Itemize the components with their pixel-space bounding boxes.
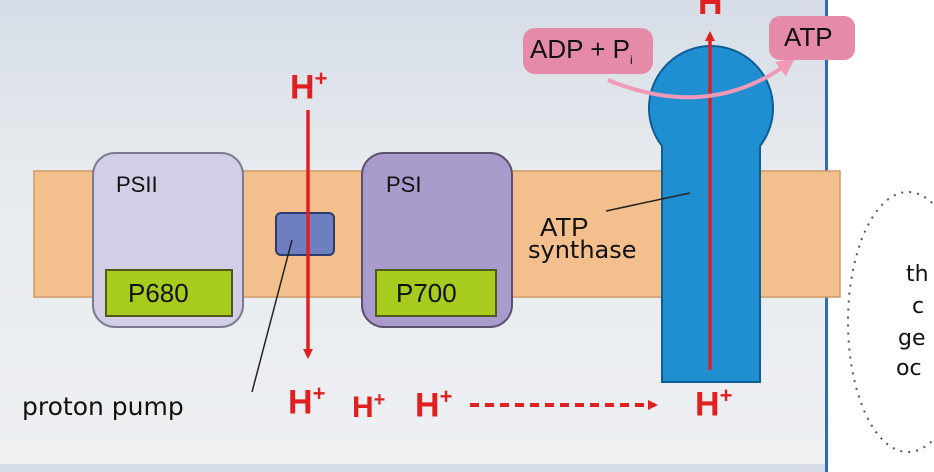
pi-subscript: i <box>629 53 633 68</box>
proton-symbol: H <box>288 383 313 422</box>
proton-label-exit: H <box>698 0 723 22</box>
proton-label-synthase: H+ <box>695 383 732 424</box>
proton-label-pump: H+ <box>288 381 325 422</box>
proton-label-top: H+ <box>290 66 327 107</box>
proton-symbol: H <box>352 391 374 424</box>
atp-synthase-label-line2: synthase <box>528 236 637 264</box>
adp-pi-label: ADP + Pi <box>530 34 633 67</box>
side-note-line-1: th <box>906 262 929 287</box>
side-note-line-2: c <box>912 294 925 319</box>
proton-label-psi-2: H+ <box>415 384 452 425</box>
synthase-pointer <box>605 192 691 212</box>
atp-synthase-label-line1: ATP <box>540 212 589 242</box>
side-note-line-3: ge <box>898 326 926 351</box>
proton-pump-pointer <box>251 239 293 393</box>
side-note-line-4: oc <box>896 356 922 381</box>
adp-to-atp-arc <box>607 58 795 100</box>
adp-pi-main: ADP + P <box>530 34 630 64</box>
note-bubble <box>847 191 934 453</box>
proton-charge: + <box>373 389 386 411</box>
adp-box <box>523 28 653 74</box>
proton-symbol: H <box>695 385 720 424</box>
proton-symbol: H <box>415 386 440 425</box>
p680-center <box>105 269 233 317</box>
proton-pump <box>275 212 335 256</box>
proton-symbol: H <box>290 68 315 107</box>
proton-charge: + <box>719 383 733 408</box>
p700-label: P700 <box>396 278 457 308</box>
proton-charge: + <box>314 66 328 91</box>
p680-label: P680 <box>128 278 189 308</box>
proton-label-psi-1: H+ <box>352 389 385 425</box>
psii-label: PSII <box>116 172 158 197</box>
psi-label: PSI <box>386 172 422 197</box>
atp-box <box>769 16 855 60</box>
p700-center <box>375 269 497 317</box>
psii-complex <box>92 152 244 328</box>
proton-pump-label: proton pump <box>22 392 184 421</box>
proton-charge: + <box>439 384 453 409</box>
psi-complex <box>361 152 513 328</box>
proton-charge: + <box>312 381 326 406</box>
atp-output-label: ATP <box>784 22 833 52</box>
